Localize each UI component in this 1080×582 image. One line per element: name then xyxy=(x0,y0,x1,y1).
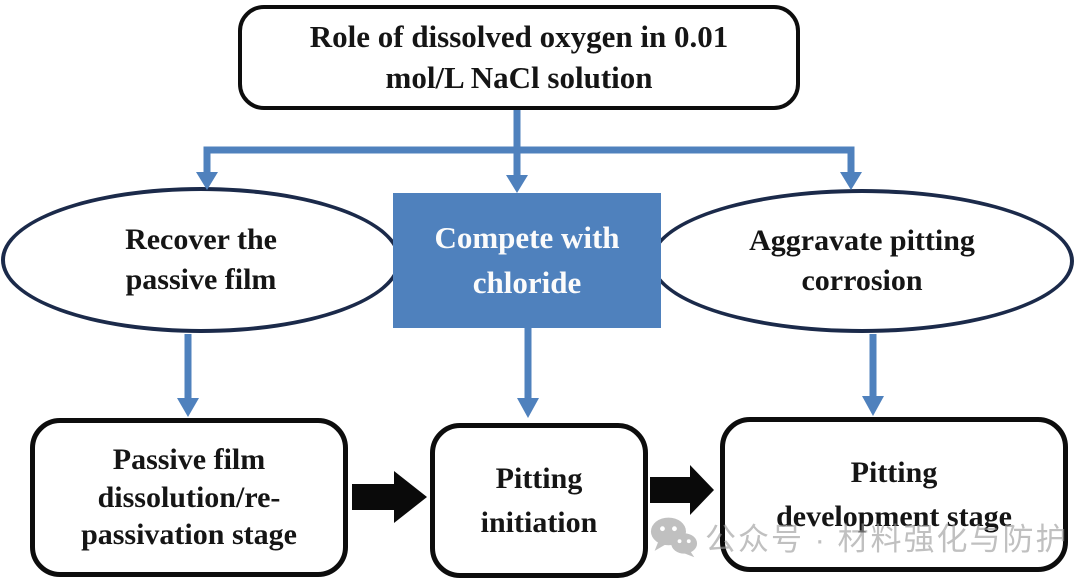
stage-arrow-center-to-right xyxy=(650,465,714,515)
wechat-icon xyxy=(650,517,698,557)
node-text-line: initiation xyxy=(480,505,598,539)
node-text-line: Passive film xyxy=(112,442,266,476)
node-stage-pitting-development: Pitting development stage xyxy=(720,417,1068,572)
node-recover-passive-film: Recover the passive film xyxy=(1,187,401,333)
node-text-line: passivation stage xyxy=(81,518,297,552)
node-title: Role of dissolved oxygen in 0.01 mol/L N… xyxy=(238,5,800,110)
branch-tree-blue xyxy=(196,110,862,193)
down-arrow-left xyxy=(177,334,199,417)
node-text-line: passive film xyxy=(125,263,277,296)
node-stage-pitting-initiation: Pitting initiation xyxy=(430,423,648,578)
node-text-line: Compete with xyxy=(434,219,620,255)
node-stage-passive-film-dissolution: Passive film dissolution/re- passivation… xyxy=(30,418,348,577)
node-aggravate-pitting-corrosion: Aggravate pitting corrosion xyxy=(650,189,1074,333)
node-text-line: Recover the xyxy=(125,222,277,256)
down-arrow-center xyxy=(517,328,539,418)
node-text-line: corrosion xyxy=(801,264,923,297)
node-text-line: chloride xyxy=(472,264,582,300)
node-compete-with-chloride: Compete with chloride xyxy=(393,193,661,328)
down-arrow-right xyxy=(862,334,884,416)
stage-arrow-left-to-center xyxy=(352,471,427,523)
node-text-line: Aggravate pitting xyxy=(749,223,975,257)
node-text-line: development stage xyxy=(776,499,1012,533)
node-text-line: Pitting xyxy=(495,462,583,495)
node-text-line: Role of dissolved oxygen in 0.01 xyxy=(309,19,729,55)
node-text-line: dissolution/re- xyxy=(97,480,281,514)
node-text-line: mol/L NaCl solution xyxy=(385,59,653,95)
node-text-line: Pitting xyxy=(850,456,938,489)
